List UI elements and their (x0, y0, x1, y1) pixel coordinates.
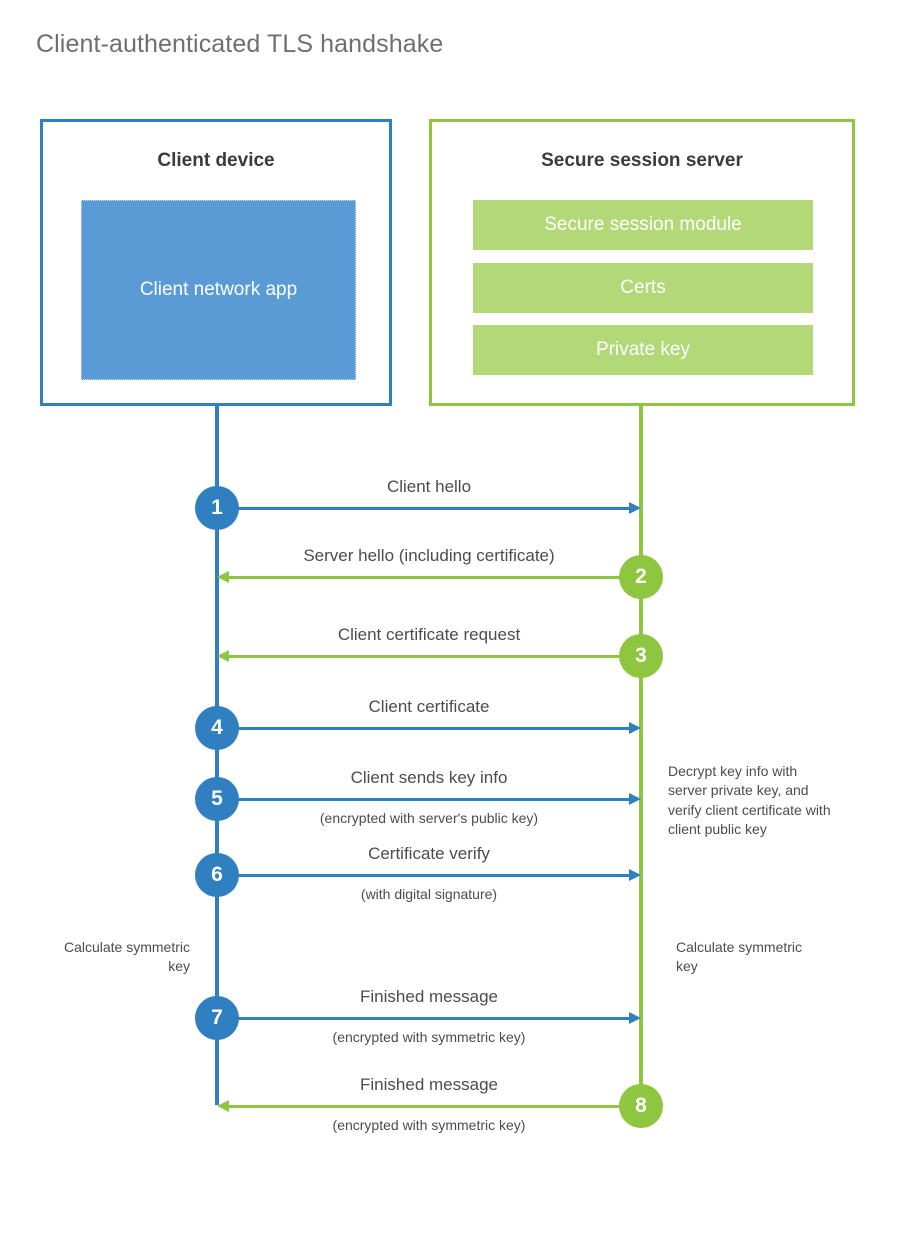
arrow-shaft (217, 874, 630, 877)
step-badge-4[interactable]: 4 (195, 706, 239, 750)
message-label: Certificate verify (368, 844, 490, 863)
arrow-shaft (217, 1017, 630, 1020)
step-badge-8[interactable]: 8 (619, 1084, 663, 1128)
arrow-shaft (217, 727, 630, 730)
arrow-head (217, 571, 229, 583)
message-label: Client sends key info (350, 768, 508, 787)
client-lifeline (215, 403, 219, 1105)
secure-session-server-title: Secure session server (541, 150, 743, 171)
arrow-shaft (217, 798, 630, 801)
note-server-decrypt: Decrypt key info with server private key… (668, 763, 831, 837)
server-component-secure-session-module: Secure session module (473, 200, 813, 250)
arrow-shaft (228, 655, 641, 658)
step-badge-1[interactable]: 1 (195, 486, 239, 530)
arrow-head (629, 869, 641, 881)
message-label: Finished message (360, 987, 498, 1006)
message-label: Client certificate request (337, 625, 521, 644)
note-client-calculate-symmetric-key: Calculate symmetric key (63, 939, 190, 975)
server-lifeline (639, 403, 643, 1105)
step-badge-7[interactable]: 7 (195, 996, 239, 1040)
arrow-head (629, 1012, 641, 1024)
server-component-certs: Certs (473, 263, 813, 313)
message-label: Client hello (386, 477, 472, 496)
secure-session-server-box: Secure session server Secure session mod… (429, 119, 855, 406)
step-badge-5[interactable]: 5 (195, 777, 239, 821)
arrow-head (217, 1100, 229, 1112)
arrow-head (629, 793, 641, 805)
step-badge-2[interactable]: 2 (619, 555, 663, 599)
arrow-shaft (228, 1105, 641, 1108)
page-title: Client-authenticated TLS handshake (36, 30, 444, 58)
arrow-shaft (228, 576, 641, 579)
arrow-head (629, 722, 641, 734)
step-badge-3[interactable]: 3 (619, 634, 663, 678)
client-device-title: Client device (157, 150, 275, 171)
message-label: Finished message (360, 1075, 498, 1094)
server-component-private-key: Private key (473, 325, 813, 375)
message-label: Client certificate (368, 697, 490, 716)
note-server-calculate-symmetric-key: Calculate symmetric key (676, 939, 803, 975)
client-network-app-block: Client network app (81, 200, 356, 380)
client-device-box: Client device Client network app (40, 119, 392, 406)
message-sublabel: (encrypted with symmetric key) (332, 1029, 526, 1045)
step-badge-6[interactable]: 6 (195, 853, 239, 897)
message-sublabel: (encrypted with symmetric key) (332, 1117, 526, 1133)
message-label: Server hello (including certificate) (303, 546, 555, 565)
arrow-head (217, 650, 229, 662)
arrow-head (629, 502, 641, 514)
message-sublabel: (with digital signature) (360, 886, 498, 902)
arrow-shaft (217, 507, 630, 510)
message-sublabel: (encrypted with server's public key) (319, 810, 539, 826)
